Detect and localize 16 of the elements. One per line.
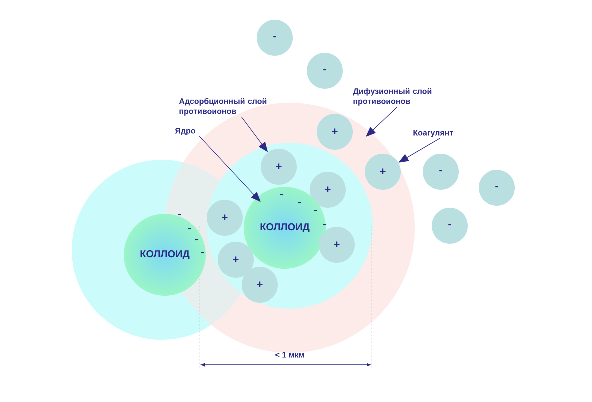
charge-sign: - <box>178 214 182 216</box>
charge-sign: - <box>201 252 205 254</box>
charge-sign: - <box>280 194 284 196</box>
charge-sign: - <box>298 202 302 204</box>
colloid-particle: КОЛЛОИД <box>260 224 310 232</box>
colloid-particle: КОЛЛОИД <box>140 250 190 260</box>
charge-sign: - <box>314 210 318 212</box>
dimension-label: < 1 мкм <box>276 352 304 358</box>
callout-label: Адсорбционный слой противоионов <box>179 98 267 116</box>
callout-label: Ядро <box>175 128 196 136</box>
callout-label: Дифузионный слой противоионов <box>353 88 432 106</box>
charge-sign: - <box>195 239 199 241</box>
leader-line <box>366 106 398 137</box>
charge-sign: - <box>188 228 192 230</box>
charge-sign: - <box>323 224 327 226</box>
callout-label: Коагулянт <box>414 130 454 138</box>
